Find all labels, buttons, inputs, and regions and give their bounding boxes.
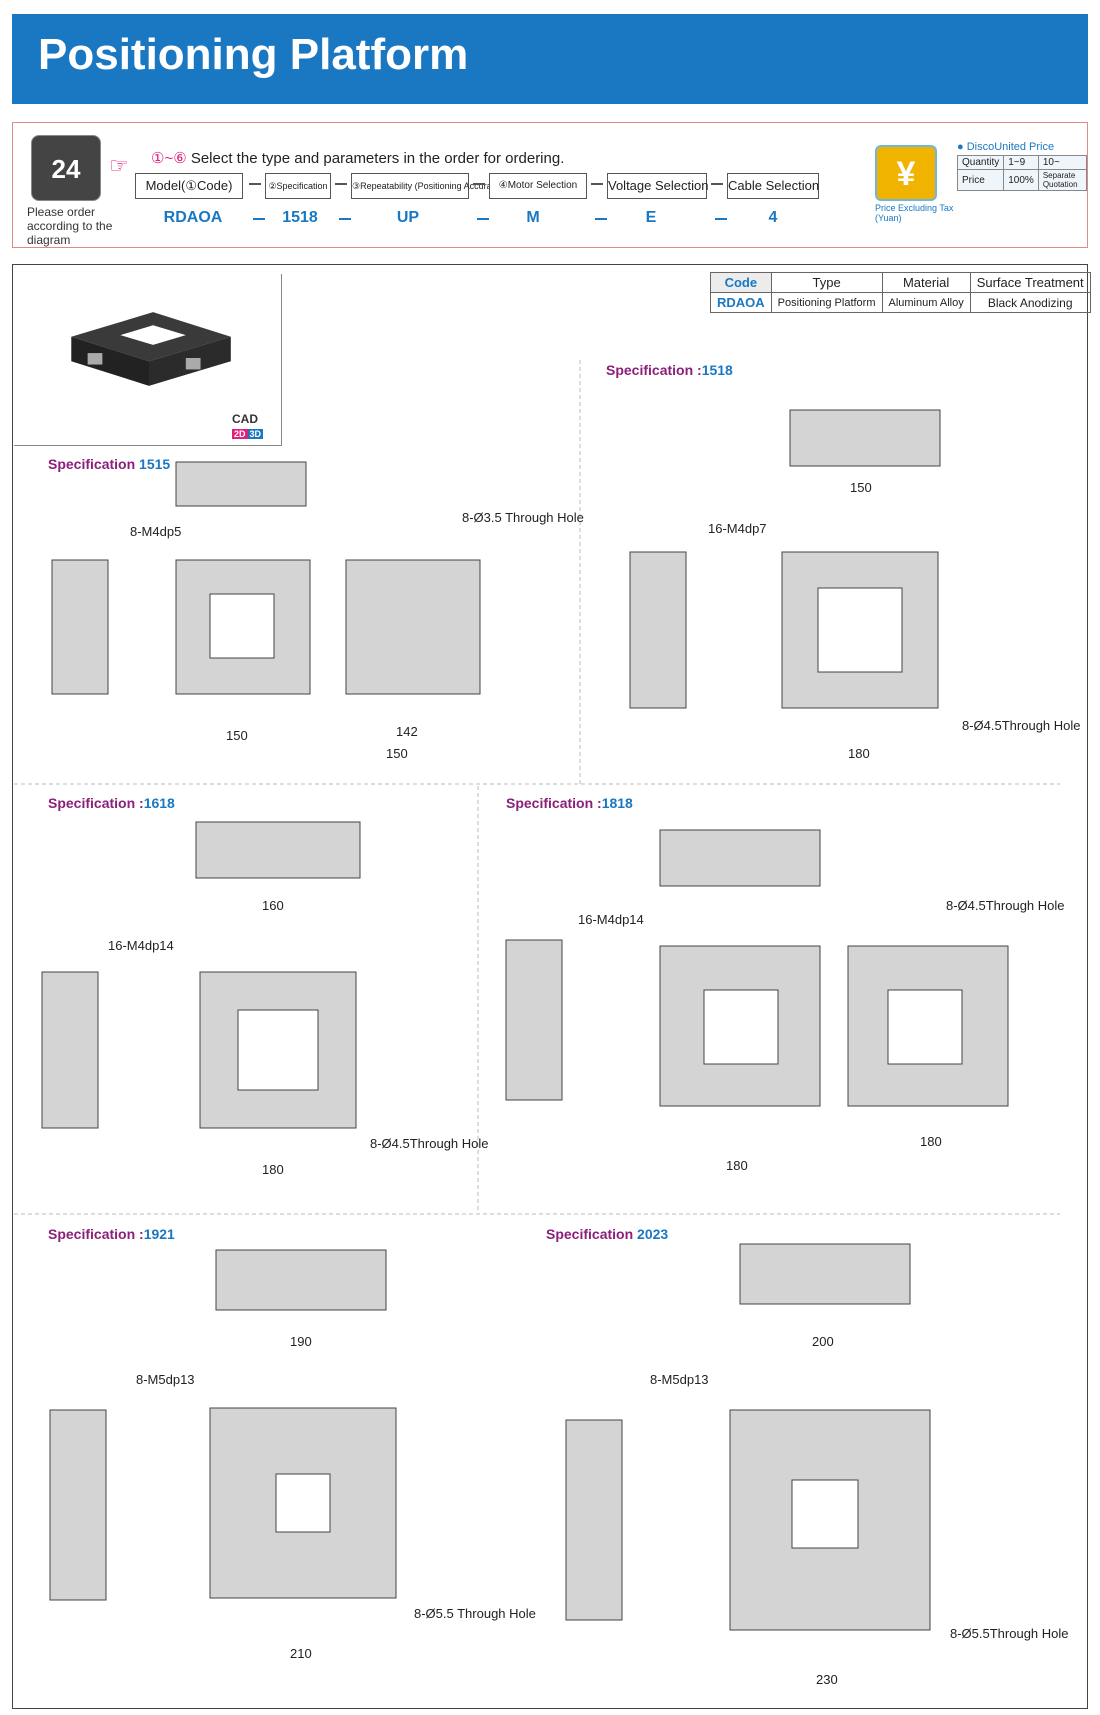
value-spec: 1518: [282, 209, 318, 226]
repeatability-box: ③Repeatability (Positioning Accuracy): [351, 173, 504, 199]
svg-text:160: 160: [262, 898, 284, 913]
platform-image: [71, 312, 231, 386]
section-label-1518: Specification :1518: [606, 362, 733, 378]
svg-text:16-M4dp14: 16-M4dp14: [578, 912, 644, 927]
svg-text:8-Ø4.5Through Hole: 8-Ø4.5Through Hole: [946, 898, 1065, 913]
svg-text:8-Ø3.5 Through Hole: 8-Ø3.5 Through Hole: [462, 510, 584, 525]
order-note: Please order according to the diagram: [27, 205, 113, 247]
svg-text:8-M4dp5: 8-M4dp5: [130, 524, 181, 539]
section-label-1818: Specification :1818: [506, 795, 633, 811]
svg-text:8-M5dp13: 8-M5dp13: [136, 1372, 195, 1387]
yen-caption: Price Excluding Tax (Yuan): [875, 203, 954, 223]
svg-text:8-M5dp13: 8-M5dp13: [650, 1372, 709, 1387]
value-voltage: E: [645, 209, 657, 226]
model-code-box: Model(①Code): [135, 173, 243, 199]
voltage-selection-box: Voltage Selection: [607, 173, 708, 199]
svg-text:8-Ø5.5Through Hole: 8-Ø5.5Through Hole: [950, 1626, 1069, 1641]
cable-selection-box: Cable Selection: [727, 173, 819, 199]
phone-24-icon: 24: [31, 135, 101, 201]
drawing-area: [12, 264, 1088, 1709]
value-cable: 4: [768, 209, 778, 226]
specification-box: ②Specification: [265, 173, 331, 199]
value-model: RDAOA: [163, 209, 223, 226]
svg-text:180: 180: [920, 1134, 942, 1149]
section-label-1618: Specification :1618: [48, 795, 175, 811]
svg-text:8-Ø4.5Through Hole: 8-Ø4.5Through Hole: [370, 1136, 489, 1151]
svg-text:150: 150: [386, 746, 408, 761]
section-label-2023: Specification 2023: [546, 1226, 669, 1242]
svg-text:8-Ø5.5 Through Hole: 8-Ø5.5 Through Hole: [414, 1606, 536, 1621]
svg-text:180: 180: [726, 1158, 748, 1173]
svg-text:16-M4dp14: 16-M4dp14: [108, 938, 174, 953]
svg-text:150: 150: [226, 728, 248, 743]
svg-text:190: 190: [290, 1334, 312, 1349]
svg-text:142: 142: [396, 724, 418, 739]
svg-text:230: 230: [816, 1672, 838, 1687]
value-motor: M: [526, 209, 540, 226]
svg-text:150: 150: [850, 480, 872, 495]
ordering-panel: 24 Please order according to the diagram…: [12, 122, 1088, 248]
pointing-hand-icon: ☞: [109, 153, 129, 178]
motor-selection-box: ④Motor Selection: [489, 173, 587, 199]
yen-icon: ¥: [875, 145, 937, 201]
order-instruction: ①~⑥ Select the type and parameters in th…: [151, 150, 565, 167]
svg-text:180: 180: [848, 746, 870, 761]
section-label-1921: Specification :1921: [48, 1226, 175, 1242]
svg-text:16-M4dp7: 16-M4dp7: [708, 521, 767, 536]
svg-text:200: 200: [812, 1334, 834, 1349]
svg-text:180: 180: [262, 1162, 284, 1177]
price-title: ● DiscoUnited Price: [957, 141, 1055, 153]
section-label-1515: Specification 1515: [48, 456, 171, 472]
page-title: Positioning Platform: [38, 30, 469, 79]
svg-text:8-Ø4.5Through Hole: 8-Ø4.5Through Hole: [962, 718, 1081, 733]
svg-text:210: 210: [290, 1646, 312, 1661]
header-banner: Positioning Platform: [12, 14, 1088, 104]
value-repeatability: UP: [396, 209, 420, 226]
